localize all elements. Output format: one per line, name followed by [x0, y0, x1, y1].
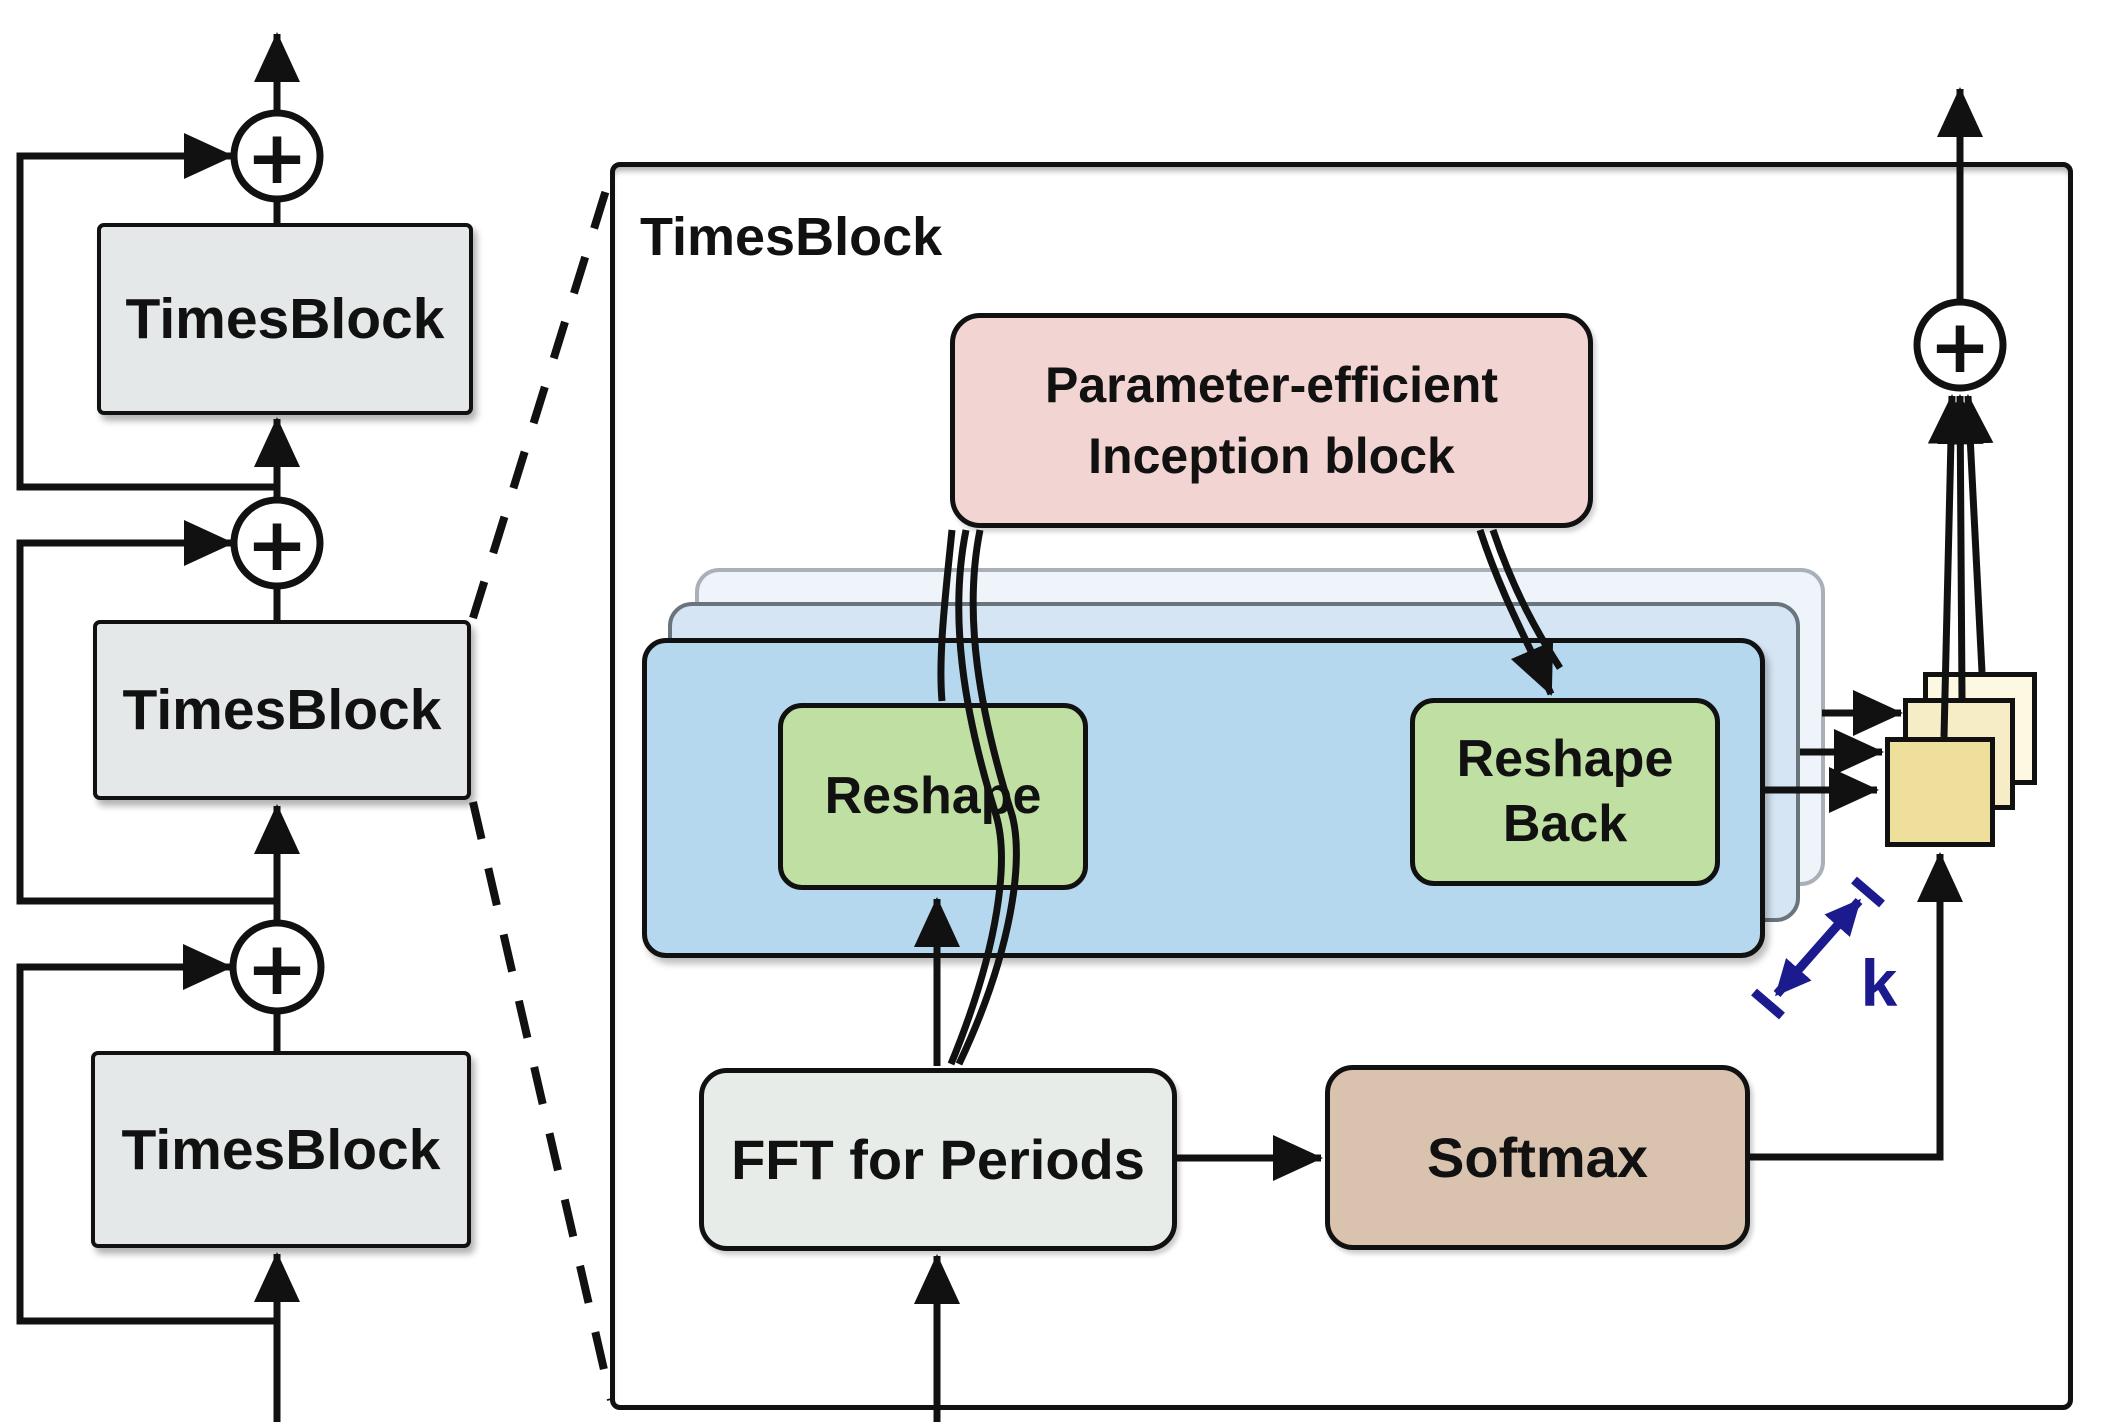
- k-count-label: k: [1860, 946, 1898, 1020]
- fft-for-periods-box: FFT for Periods: [699, 1068, 1177, 1251]
- timesblock-top: TimesBlock: [97, 223, 473, 415]
- inception-block-box: Parameter-efficient Inception block: [950, 313, 1593, 528]
- timesblock-middle: TimesBlock: [93, 620, 471, 800]
- reshape-back-label-line1: Reshape: [1456, 730, 1674, 788]
- zoom-dashed-connectors: [469, 172, 615, 1401]
- softmax-label: Softmax: [1427, 1126, 1648, 1189]
- plus-sign-middle: +: [246, 502, 308, 588]
- dashed-top: [469, 172, 615, 620]
- timesblock-top-label: TimesBlock: [125, 287, 445, 351]
- reshape-label: Reshape: [824, 767, 1042, 825]
- plus-circle-bottom: [229, 919, 325, 1015]
- dashed-bottom: [469, 801, 615, 1401]
- plus-sign-bottom: +: [246, 926, 308, 1012]
- panel-title: TimesBlock: [640, 207, 943, 267]
- timesblock-middle-label: TimesBlock: [122, 678, 442, 742]
- timesblock-bottom: TimesBlock: [91, 1051, 471, 1248]
- plus-circle-top: [230, 109, 324, 203]
- inception-label-line2: Inception block: [1088, 427, 1455, 484]
- fft-label: FFT for Periods: [731, 1128, 1145, 1191]
- softmax-box: Softmax: [1325, 1065, 1750, 1250]
- plus-circle-middle: [230, 496, 324, 590]
- reshape-back-label-line2: Back: [1502, 795, 1628, 853]
- reshape-back-box: Reshape Back: [1410, 698, 1720, 886]
- tensor-square-front: [1885, 737, 1995, 847]
- reshape-box: Reshape: [778, 703, 1088, 890]
- inception-label-line1: Parameter-efficient: [1045, 356, 1498, 413]
- timesblock-bottom-label: TimesBlock: [121, 1117, 441, 1182]
- plus-sign-top: +: [246, 115, 308, 201]
